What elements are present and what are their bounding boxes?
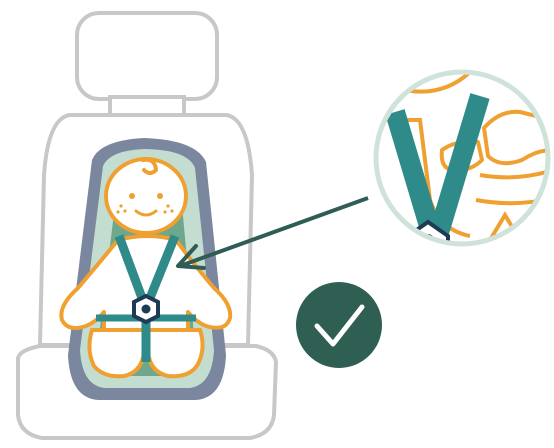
freckle (170, 209, 173, 212)
freckle (166, 204, 169, 207)
freckle (163, 210, 166, 213)
buckle-button (142, 305, 151, 314)
right-eye (157, 193, 163, 199)
left-eye (129, 193, 135, 199)
child-left-leg (89, 330, 144, 376)
freckle (116, 210, 119, 213)
approved-badge (296, 282, 382, 368)
check-badge-circle (296, 282, 382, 368)
child-right-leg (148, 330, 203, 376)
freckle (123, 209, 126, 212)
freckle (119, 204, 122, 207)
headrest (77, 13, 217, 99)
magnifier-detail (376, 66, 554, 260)
